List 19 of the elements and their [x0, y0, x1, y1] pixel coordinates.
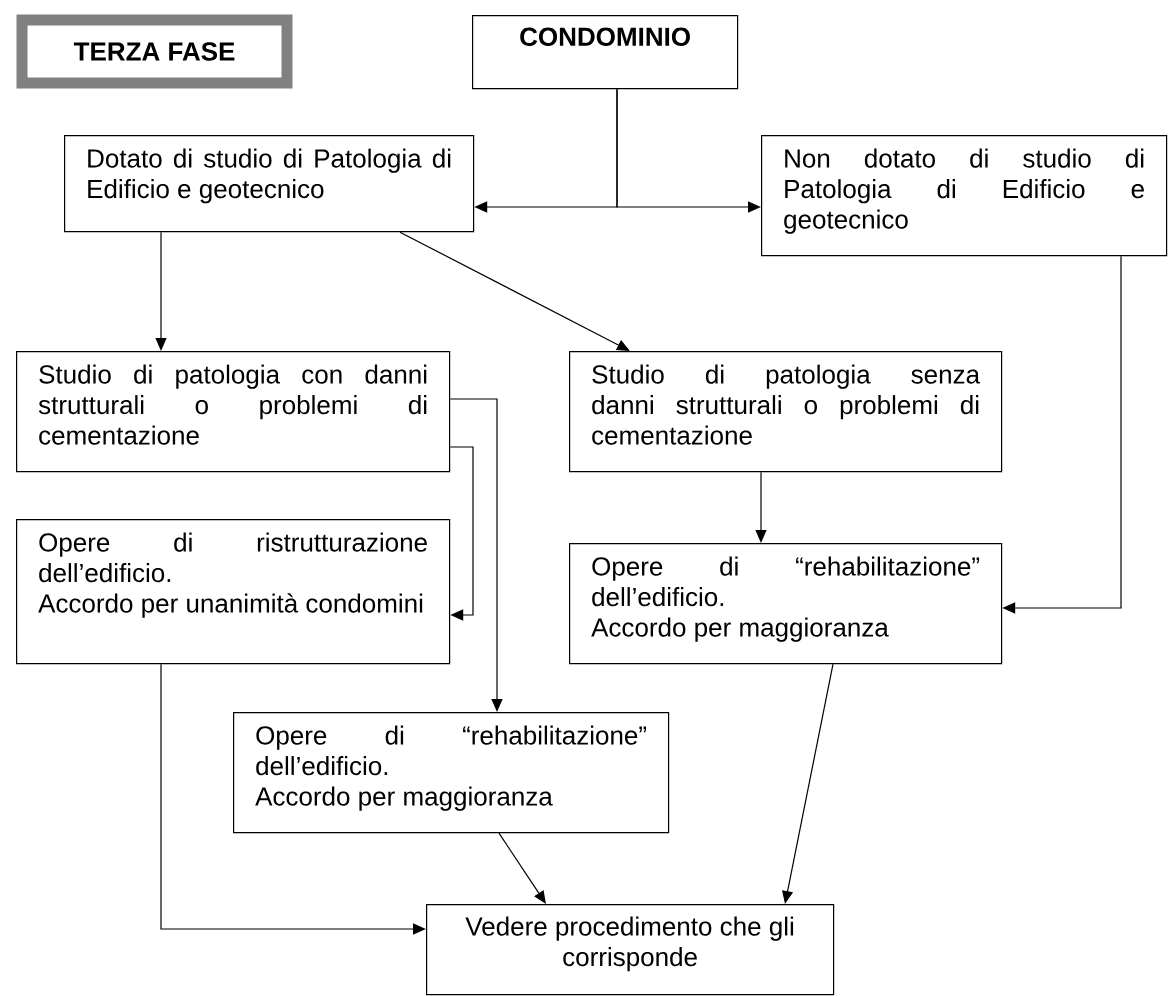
process-box: Non dotato di studio di Patologia di Edificio e geotecnico: [761, 135, 1168, 257]
process-box: CONDOMINIO: [472, 15, 739, 90]
arrow: [498, 832, 546, 904]
arrow: [155, 231, 167, 351]
arrow: [399, 231, 630, 351]
phase-box: TERZA FASE: [16, 14, 293, 89]
arrow: [755, 471, 767, 543]
process-box: Opere di “rehabilitazione” dell’edificio. Accordo per maggioranza: [569, 543, 1003, 665]
process-box: Opere di ristrutturazione dell’edificio. Accordo per unanimità condomini: [16, 519, 451, 665]
arrow: [782, 663, 834, 904]
arrow: [449, 446, 474, 621]
process-box: Studio di patologia con danni strutturali o problemi di cementazione: [16, 351, 451, 473]
process-box: Opere di “rehabilitazione” dell’edificio. Accordo per maggioranza: [233, 712, 670, 834]
process-box: Dotato di studio di Patologia di Edificio e geotecnico: [64, 135, 475, 233]
arrow: [160, 663, 426, 935]
arrow: [449, 398, 503, 712]
process-box: Studio di patologia senza danni strutturali o problemi di cementazione: [569, 351, 1003, 473]
process-box: Vedere procedimento che gli corrisponde: [426, 904, 835, 996]
arrow: [616, 88, 761, 213]
